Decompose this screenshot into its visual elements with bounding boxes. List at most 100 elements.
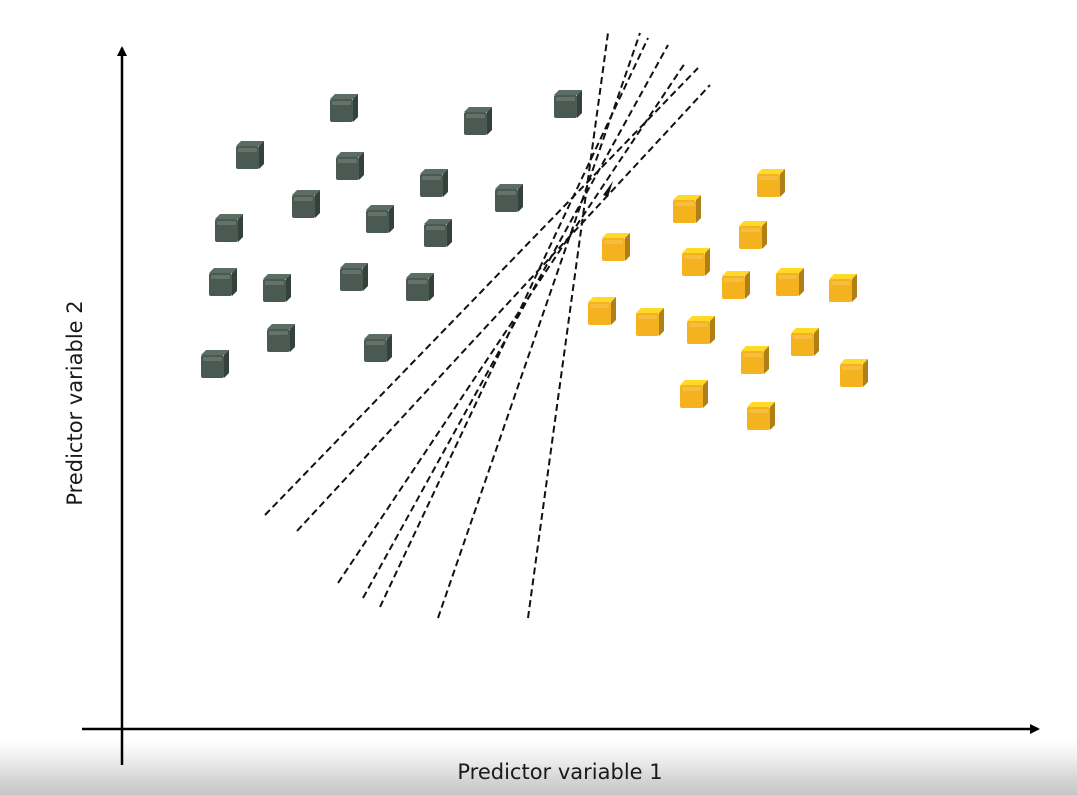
cube-face-front — [495, 189, 518, 212]
cube-face-top — [464, 107, 492, 112]
cube-face-top — [682, 248, 710, 253]
yellow-cube-icon — [682, 248, 710, 276]
cube-face-front — [406, 278, 429, 301]
pointer-arrow-icon — [603, 181, 613, 197]
cube-face-top — [722, 271, 750, 276]
cube-face-side — [290, 324, 295, 352]
cube-highlight — [426, 226, 445, 230]
cube-highlight — [689, 323, 708, 327]
cube-face-top — [829, 274, 857, 279]
green-cube-icon — [267, 324, 295, 352]
cube-highlight — [759, 176, 778, 180]
cube-face-front — [791, 333, 814, 356]
cube-face-front — [757, 174, 780, 197]
cube-face-side — [224, 350, 229, 378]
cube-highlight — [332, 101, 351, 105]
cube-face-front — [739, 226, 762, 249]
green-cube-icon — [554, 90, 582, 118]
cube-face-front — [267, 329, 290, 352]
cube-face-front — [722, 276, 745, 299]
cube-face-front — [236, 146, 259, 169]
cube-face-side — [710, 316, 715, 344]
bottom-bar — [0, 740, 1077, 795]
cube-face-side — [389, 205, 394, 233]
cube-face-top — [236, 141, 264, 146]
green-cube-icon — [215, 214, 243, 242]
yellow-cube-icon — [687, 316, 715, 344]
cube-face-side — [863, 359, 868, 387]
cube-highlight — [675, 202, 694, 206]
cube-face-front — [201, 355, 224, 378]
cube-highlight — [590, 304, 609, 308]
yellow-cube-icon — [791, 328, 819, 356]
cube-face-side — [259, 141, 264, 169]
cube-face-top — [588, 297, 616, 302]
cube-face-top — [330, 94, 358, 99]
yellow-cube-icon — [747, 402, 775, 430]
green-cube-icon — [364, 334, 392, 362]
cube-face-front — [747, 407, 770, 430]
cube-face-top — [687, 316, 715, 321]
cube-face-side — [696, 195, 701, 223]
cube-face-front — [829, 279, 852, 302]
cube-face-top — [340, 263, 368, 268]
cube-face-side — [611, 297, 616, 325]
cube-face-top — [364, 334, 392, 339]
boundary-line — [362, 44, 669, 599]
cube-face-front — [840, 364, 863, 387]
yellow-cube-icon — [673, 195, 701, 223]
cube-face-side — [359, 152, 364, 180]
yellow-cube-icon — [776, 268, 804, 296]
boundary-line — [337, 62, 686, 584]
cube-highlight — [831, 281, 850, 285]
cube-highlight — [366, 341, 385, 345]
cube-highlight — [724, 278, 743, 282]
candidate-boundary-lines — [264, 32, 711, 619]
cube-face-side — [799, 268, 804, 296]
x-axis-label: Predictor variable 1 — [457, 760, 662, 784]
cube-face-side — [852, 274, 857, 302]
cube-face-side — [705, 248, 710, 276]
class-b-cubes — [588, 169, 868, 430]
cube-face-front — [340, 268, 363, 291]
cube-face-side — [745, 271, 750, 299]
cube-face-side — [238, 214, 243, 242]
cube-highlight — [422, 176, 441, 180]
cube-face-top — [406, 273, 434, 278]
cube-highlight — [638, 315, 657, 319]
green-cube-icon — [464, 107, 492, 135]
cube-face-side — [703, 380, 708, 408]
cube-highlight — [842, 366, 861, 370]
cube-face-top — [366, 205, 394, 210]
cube-highlight — [743, 353, 762, 357]
cube-highlight — [778, 275, 797, 279]
cube-face-top — [673, 195, 701, 200]
yellow-cube-icon — [588, 297, 616, 325]
cube-face-side — [764, 346, 769, 374]
cube-face-top — [776, 268, 804, 273]
cube-face-top — [209, 268, 237, 273]
cube-highlight — [338, 159, 357, 163]
cube-highlight — [684, 255, 703, 259]
yellow-cube-icon — [829, 274, 857, 302]
green-cube-icon — [263, 274, 291, 302]
cube-face-front — [673, 200, 696, 223]
cube-highlight — [556, 97, 575, 101]
cube-face-front — [554, 95, 577, 118]
cube-face-top — [336, 152, 364, 157]
cube-highlight — [682, 387, 701, 391]
green-cube-icon — [201, 350, 229, 378]
yellow-cube-icon — [840, 359, 868, 387]
cube-face-side — [625, 233, 630, 261]
cube-face-side — [232, 268, 237, 296]
cube-highlight — [793, 335, 812, 339]
cube-highlight — [408, 280, 427, 284]
cube-highlight — [211, 275, 230, 279]
yellow-cube-icon — [602, 233, 630, 261]
cube-face-front — [682, 253, 705, 276]
cube-highlight — [368, 212, 387, 216]
green-cube-icon — [330, 94, 358, 122]
cube-face-front — [636, 313, 659, 336]
cube-face-front — [741, 351, 764, 374]
cube-face-side — [353, 94, 358, 122]
